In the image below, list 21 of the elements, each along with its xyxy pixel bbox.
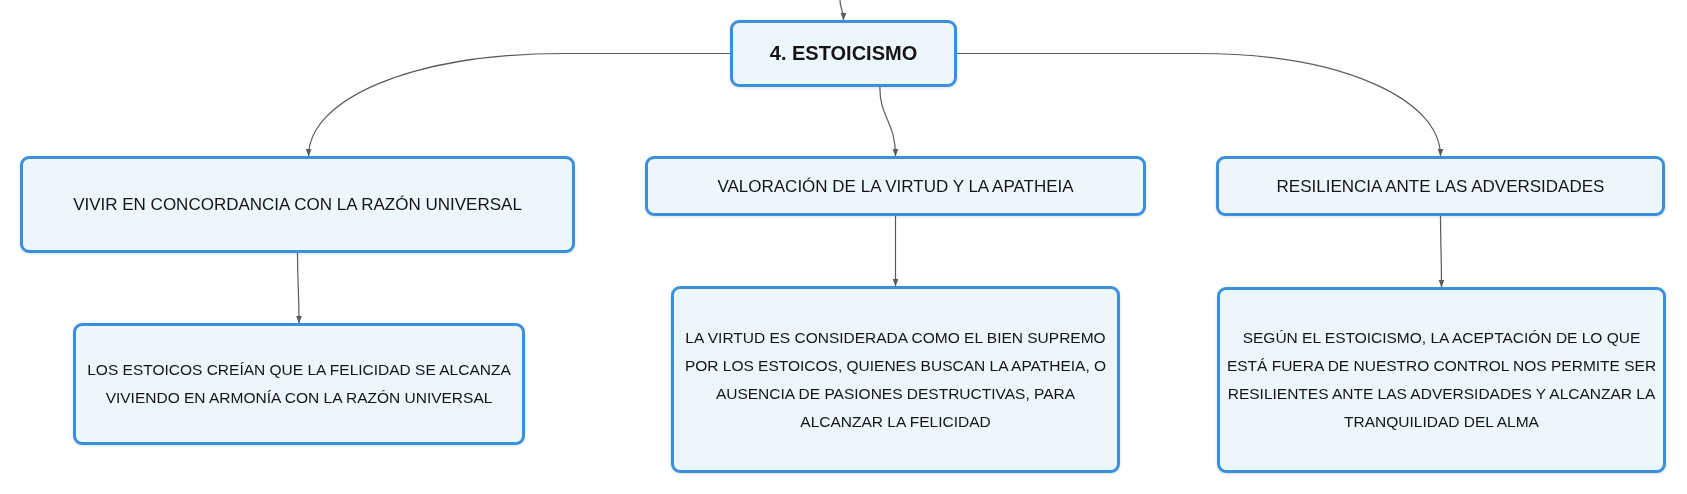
subtopic-label: VALORACIÓN DE LA VIRTUD Y LA APATHEIA: [717, 175, 1074, 198]
subtopic-box: [645, 156, 1146, 216]
topic-title: 4. ESTOICISMO: [769, 41, 918, 66]
connector-arrow: [839, 0, 847, 21]
connector-arrow: [295, 252, 302, 324]
connector-arrow: [879, 86, 899, 157]
description-text: LOS ESTOICOS CREÍAN QUE LA FELICIDAD SE ALCANZA VIVIENDO EN ARMONÍA CON LA RAZÓN UNIVERSAL: [86, 360, 512, 408]
description-text: SEGÚN EL ESTOICISMO, LA ACEPTACIÓN DE LO QUE ESTÁ FUERA DE NUESTRO CONTROL NOS PERMITE SER RESILIENTES ANTE LAS ADVERSIDADES Y ALCANZAR LA TRANQUILIDAD DEL ALMA: [1226, 328, 1657, 432]
subtopic-label: VIVIR EN CONCORDANCIA CON LA RAZÓN UNIVERSAL: [73, 194, 522, 216]
description-box: [1217, 287, 1666, 473]
connector-arrow: [956, 52, 1443, 157]
description-text: LA VIRTUD ES CONSIDERADA COMO EL BIEN SUPREMO POR LOS ESTOICOS, QUIENES BUSCAN LA APATHEIA, O AUSENCIA DE PASIONES DESTRUCTIVAS, PARA ALCANZAR LA FELICIDAD: [683, 327, 1108, 432]
subtopic-box: [1216, 156, 1665, 216]
topic-box: [730, 20, 957, 87]
description-box: [73, 323, 525, 445]
connector-arrow: [892, 215, 899, 287]
connector-arrow: [306, 52, 731, 157]
description-box: [671, 286, 1120, 473]
subtopic-label: RESILIENCIA ANTE LAS ADVERSIDADES: [1276, 175, 1605, 198]
connector-arrow: [1438, 215, 1445, 288]
subtopic-box: [20, 156, 575, 253]
